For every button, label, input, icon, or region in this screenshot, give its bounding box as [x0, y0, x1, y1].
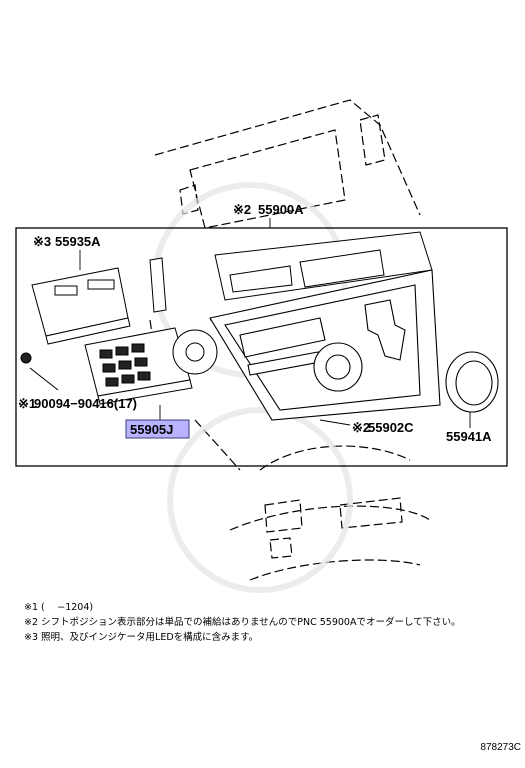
label-55935a-ref: ※3 [33, 234, 51, 249]
label-55900a: 55900A [258, 202, 304, 217]
footnote-3: ※3 照明、及びインジケータ用LEDを構成に含みます。 [24, 632, 259, 643]
label-90094: 90094−90416(17) [34, 396, 137, 411]
climate-control-panel [31, 257, 167, 345]
label-55905j[interactable]: 55905J [130, 422, 173, 437]
leader-lines [79, 218, 471, 428]
upper-trim [214, 231, 433, 301]
label-90094-ref: ※1 [18, 396, 36, 411]
footnote-2: ※2 シフトポジション表示部分は単品での補給はありませんのでPNC 55900A… [24, 617, 461, 628]
center-cluster-panel [209, 269, 441, 421]
bolt-90094 [20, 352, 59, 391]
trim-ring [445, 351, 499, 413]
label-55900a-ref: ※2 [233, 202, 251, 217]
footnote-1: ※1 ( −1204) [24, 602, 94, 613]
assembly-frame [15, 227, 508, 467]
label-55902c-ref: ※2 [352, 420, 370, 435]
footnotes: ※1 ( −1204) ※2 シフトポジション表示部分は単品での補給はありません… [24, 600, 519, 645]
label-55935a: 55935A [55, 234, 101, 249]
highlight-55905j [125, 419, 190, 439]
label-55941a: 55941A [446, 429, 492, 444]
switch-assembly [84, 317, 225, 405]
figure-number: 878273C [480, 742, 521, 753]
label-55902c: 55902C [368, 420, 414, 435]
